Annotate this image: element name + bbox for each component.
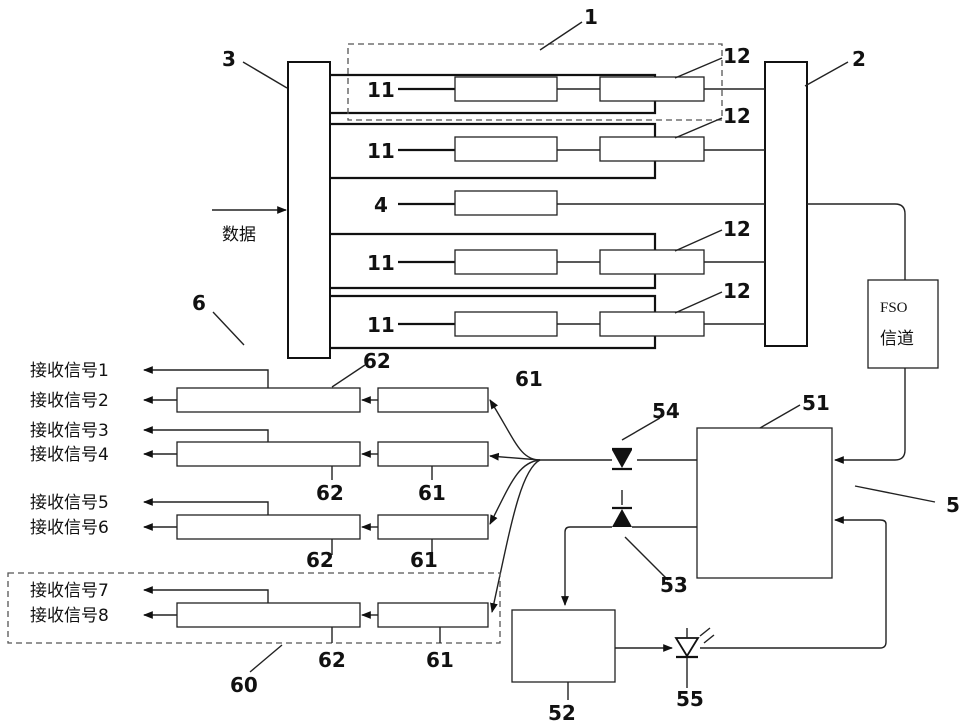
label-62-c: 62 <box>306 548 334 572</box>
received-signal-4: 接收信号4 <box>30 445 109 465</box>
received-signal-5: 接收信号5 <box>30 493 109 513</box>
svg-text:12: 12 <box>723 104 751 128</box>
photodiode-54 <box>612 449 632 469</box>
label-3: 3 <box>222 47 236 71</box>
fso-label-line1: FSO <box>880 300 908 316</box>
label-4: 4 <box>374 193 388 217</box>
data-input-label: 数据 <box>222 225 256 245</box>
label-6: 6 <box>192 291 206 315</box>
controller-box-52 <box>512 610 615 682</box>
fiber-fanout <box>490 400 540 612</box>
received-signal-6: 接收信号6 <box>30 518 109 538</box>
label-62-d: 62 <box>318 648 346 672</box>
label-1: 1 <box>584 5 598 29</box>
svg-text:12: 12 <box>723 217 751 241</box>
received-signal-3: 接收信号3 <box>30 421 109 441</box>
label-5: 5 <box>946 493 960 517</box>
channel-row-1 <box>330 75 765 113</box>
label-11-b: 11 <box>367 139 395 163</box>
received-signal-2: 接收信号2 <box>30 391 109 411</box>
receiver-row-4 <box>144 590 488 643</box>
photodiode-53 <box>612 490 697 527</box>
channel-row-4 <box>398 191 765 215</box>
label-61-b: 61 <box>418 481 446 505</box>
svg-text:12: 12 <box>723 279 751 303</box>
label-11-d: 11 <box>367 313 395 337</box>
label-62-b: 62 <box>316 481 344 505</box>
channel-row-3 <box>330 234 765 288</box>
svg-text:12: 12 <box>723 44 751 68</box>
receiver-row-2 <box>144 430 488 480</box>
label-60: 60 <box>230 673 258 697</box>
combiner-2 <box>765 62 807 346</box>
label-61-top: 61 <box>515 367 543 391</box>
label-2: 2 <box>852 47 866 71</box>
label-52: 52 <box>548 701 576 725</box>
led-55 <box>676 628 722 688</box>
received-signal-8: 接收信号8 <box>30 606 109 626</box>
channel-row-2 <box>330 124 765 178</box>
label-61-d: 61 <box>426 648 454 672</box>
fso-link-line <box>807 204 905 280</box>
label-11-a: 11 <box>367 78 395 102</box>
fso-label-line2: 信道 <box>880 329 914 349</box>
receiver-box-51 <box>697 428 832 578</box>
fso-channel-box <box>868 280 938 368</box>
label-51: 51 <box>802 391 830 415</box>
label-54: 54 <box>652 399 680 423</box>
received-signal-7: 接收信号7 <box>30 581 109 601</box>
label-62-top: 62 <box>363 349 391 373</box>
label-55: 55 <box>676 687 704 711</box>
received-signal-1: 接收信号1 <box>30 361 109 381</box>
label-61-c: 61 <box>410 548 438 572</box>
channel-row-5 <box>330 296 765 348</box>
input-splitter-3 <box>288 62 330 358</box>
label-11-c: 11 <box>367 251 395 275</box>
receiver-row-1 <box>144 370 488 412</box>
label-53: 53 <box>660 573 688 597</box>
received-signal-labels: 接收信号1 接收信号2 接收信号3 接收信号4 接收信号5 接收信号6 接收信号… <box>30 361 109 626</box>
